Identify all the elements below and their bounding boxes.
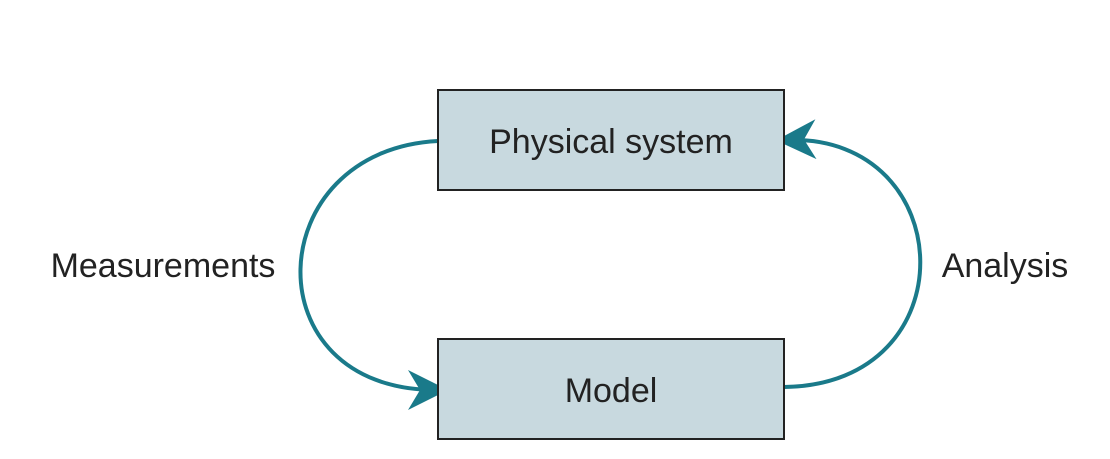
physical-system-box bbox=[437, 89, 785, 191]
analysis-label: Analysis bbox=[942, 247, 1069, 285]
model-label: Model bbox=[565, 372, 658, 410]
measurements-arrow bbox=[298, 139, 448, 410]
model-node: Model bbox=[437, 338, 785, 440]
analysis-arrow bbox=[776, 119, 923, 389]
physical-system-label: Physical system bbox=[489, 123, 733, 161]
model-box bbox=[437, 338, 785, 440]
physical-system-node: Physical system bbox=[437, 89, 785, 191]
measurements-label: Measurements bbox=[51, 247, 276, 285]
